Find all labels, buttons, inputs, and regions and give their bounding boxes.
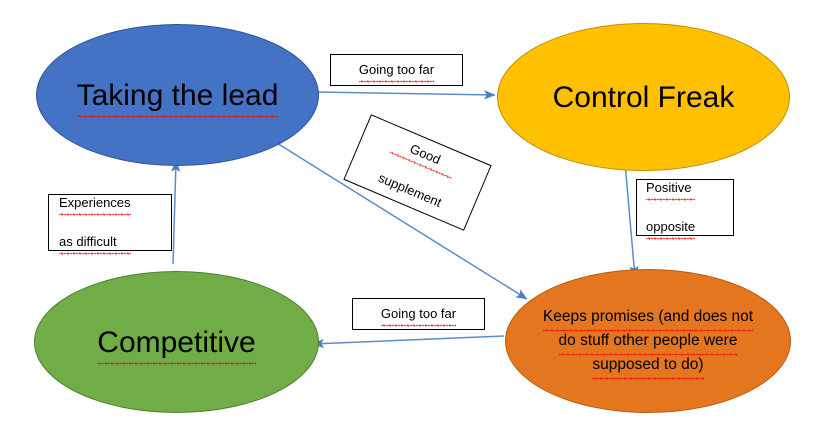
edge-label-line: Going too far [380, 304, 457, 327]
edge-label-text: Going too far [380, 304, 457, 327]
node-label: Taking the lead [48, 76, 307, 118]
node-text-line: Control Freak [552, 80, 735, 114]
arrow-lead-to-keeps-promises [271, 139, 528, 300]
node-label: Control Freak [510, 78, 778, 117]
edge-label-text: Experiences as difficult [59, 193, 131, 255]
edge-label-going-too-far-top[interactable]: Going too far [330, 54, 463, 86]
edge-label-line: Going too far [358, 60, 435, 83]
arrow-lead-to-control [317, 90, 496, 100]
node-label: Keeps promises (and does not do stuff ot… [517, 305, 778, 381]
edge-label-line: as difficult [59, 232, 131, 255]
arrow-control-to-keeps [624, 162, 639, 278]
edge-label-text: Going too far [358, 60, 435, 83]
node-label: Competitive [46, 323, 306, 365]
arrow-keeps-to-competitive [312, 335, 505, 349]
node-control-freak[interactable]: Control Freak [497, 23, 790, 171]
edge-label-positive-opposite[interactable]: Positive opposite [636, 178, 734, 240]
edge-label-going-too-far-bottom[interactable]: Going too far [352, 298, 485, 330]
node-text-line: Keeps promises (and does not [542, 305, 754, 333]
node-text-line: supposed to do) [592, 353, 704, 381]
edge-label-experiences-as-difficult[interactable]: Experiences as difficult [48, 193, 172, 255]
node-text-line: Taking the lead [76, 76, 278, 118]
node-text-line: do stuff other people were [558, 329, 737, 357]
node-text-line: Competitive [97, 323, 257, 365]
arrow-competitive-to-lead [171, 160, 181, 265]
edge-label-text: Positive opposite [646, 178, 696, 240]
edge-label-line: opposite [646, 217, 696, 240]
node-competitive[interactable]: Competitive [34, 271, 319, 413]
edge-label-line: Experiences [59, 193, 131, 216]
node-taking-the-lead[interactable]: Taking the lead [36, 24, 319, 166]
node-keeps-promises[interactable]: Keeps promises (and does not do stuff ot… [505, 269, 791, 413]
edge-label-line: Positive [646, 178, 696, 201]
